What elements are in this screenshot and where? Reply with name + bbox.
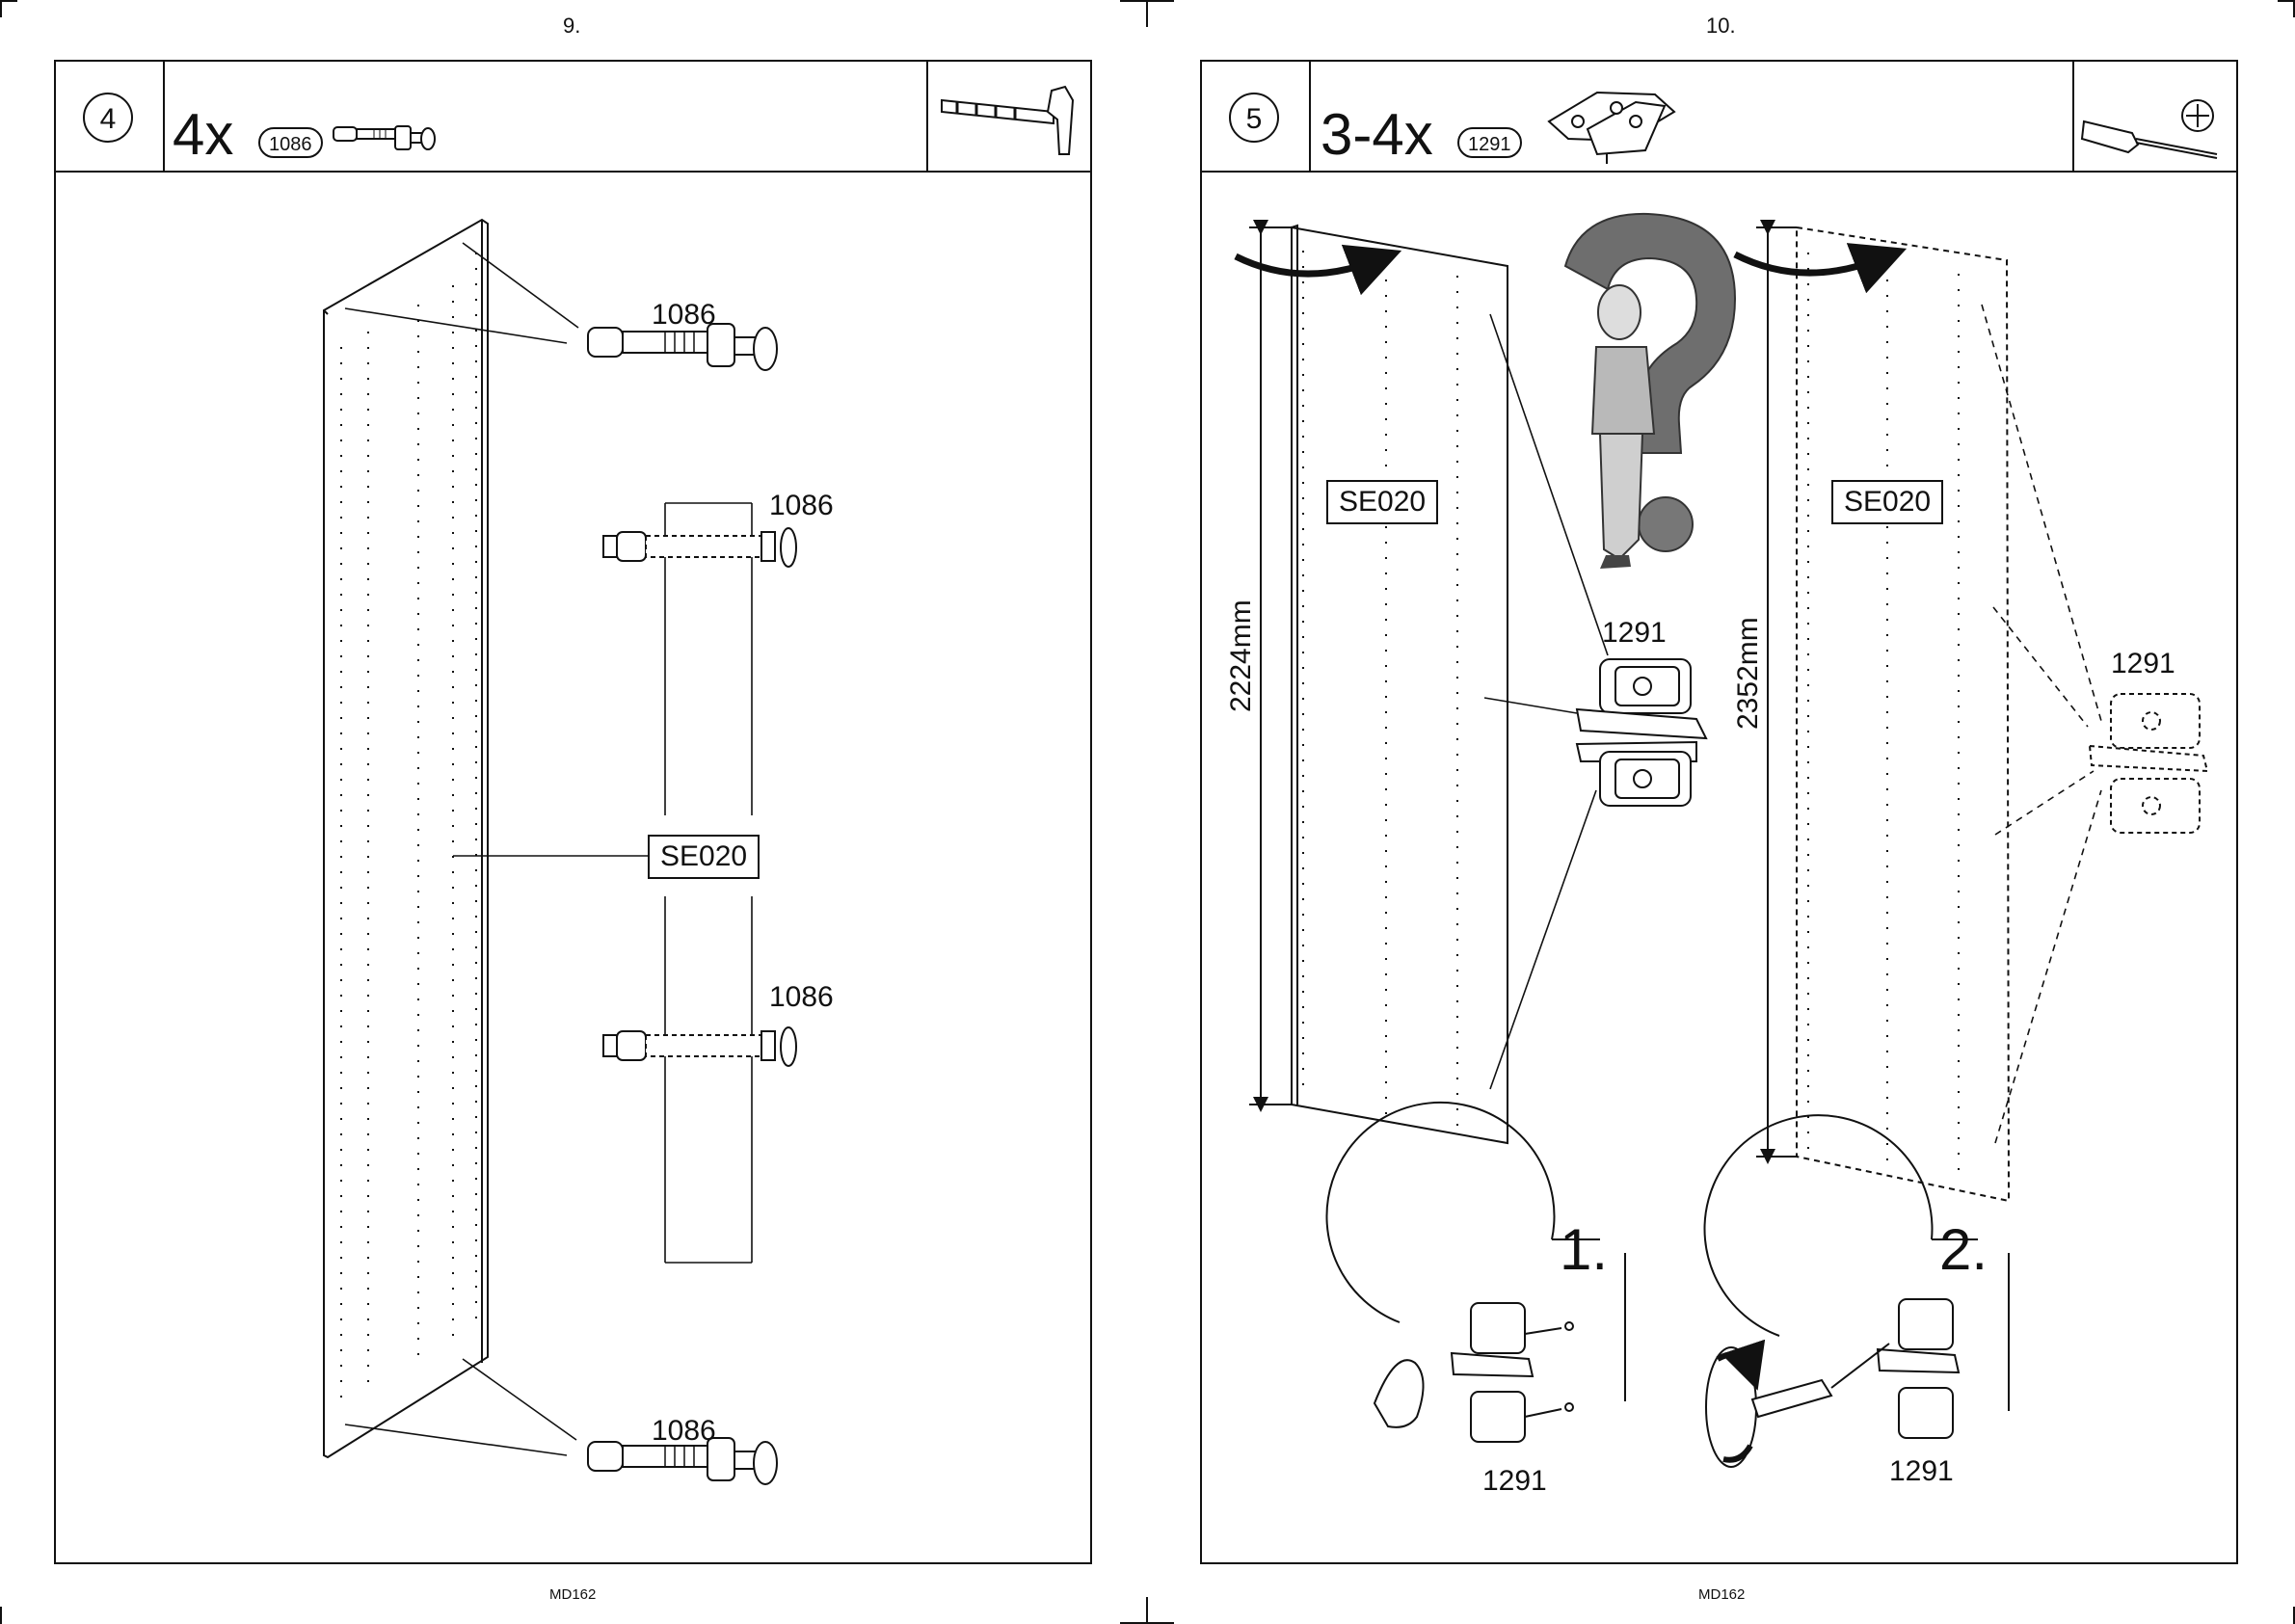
side-panel-b-drawing	[1797, 227, 2009, 1201]
panel-label: SE020	[1326, 480, 1438, 524]
detail-label: 1291	[1482, 1465, 1547, 1498]
callout-1291: 1291	[1602, 617, 1667, 650]
detail-label: 1291	[1889, 1455, 1954, 1488]
dimension-label: 2224mm	[1225, 616, 1258, 712]
hinge-plate-drawing	[1577, 659, 1706, 806]
substep-number: 1.	[1560, 1216, 1608, 1283]
side-panel-a-drawing	[1292, 226, 1508, 1143]
panel-label: SE020	[1831, 480, 1943, 524]
hinge-plate-drawing	[2090, 694, 2207, 833]
model-code: MD162	[1698, 1586, 1745, 1603]
callout-1291: 1291	[2111, 648, 2175, 680]
substep-number: 2.	[1939, 1216, 1988, 1283]
thinking-man-illustration	[1565, 214, 1735, 569]
dimension-label: 2352mm	[1732, 633, 1765, 730]
